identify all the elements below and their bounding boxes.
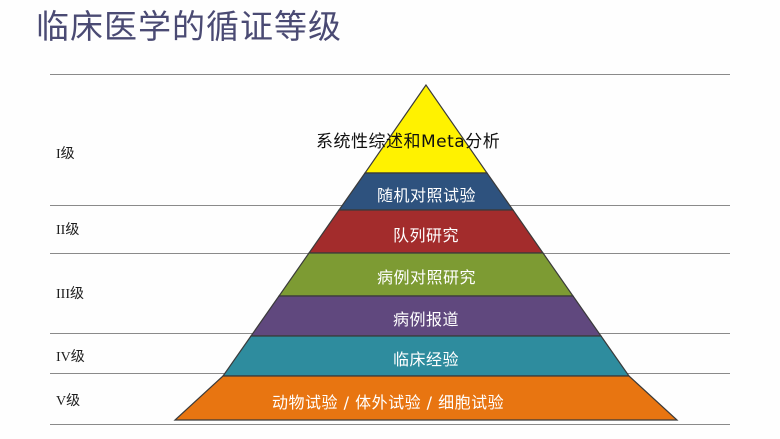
grade-label-2: II级 — [56, 223, 80, 238]
pyramid-tier-4-shape[interactable] — [277, 252, 575, 297]
rule-line-top — [50, 74, 730, 75]
pyramid-tier-6-shape[interactable] — [221, 335, 631, 377]
pyramid-tier-5-shape[interactable] — [249, 295, 603, 337]
rule-line-bottom — [50, 424, 730, 425]
page-title: 临床医学的循证等级 — [36, 7, 342, 46]
pyramid-tier-1-shape[interactable] — [363, 83, 489, 174]
grade-label-3: III级 — [56, 287, 84, 302]
grade-label-5: V级 — [56, 394, 81, 409]
pyramid-tier-7-shape[interactable] — [173, 375, 679, 421]
grade-label-1: I级 — [56, 147, 75, 162]
pyramid-tier-3-shape[interactable] — [307, 209, 545, 254]
grade-label-4: IV级 — [56, 350, 85, 365]
pyramid-tier-2-shape[interactable] — [337, 172, 515, 211]
